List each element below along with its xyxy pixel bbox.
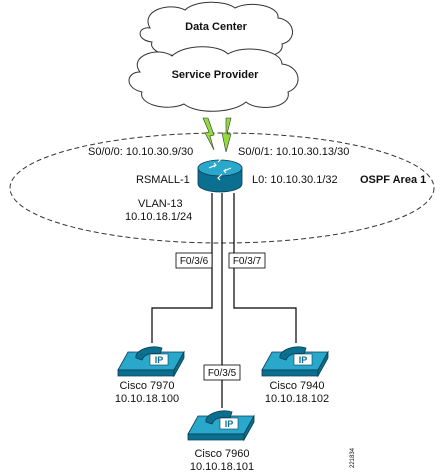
loopback-label: L0: 10.10.30.1/32 (252, 174, 338, 186)
svg-text:F0/3/6: F0/3/6 (180, 256, 209, 267)
serial-link-s001 (221, 117, 232, 153)
phone-right-ip: 10.10.18.102 (265, 393, 329, 405)
svg-text:F0/3/7: F0/3/7 (233, 256, 262, 267)
ip-phone-icon-center: IP (187, 410, 255, 442)
phone-center-ip: 10.10.18.101 (190, 461, 254, 473)
port-label-right: F0/3/7 (228, 252, 266, 269)
ip-phone-icon-right: IP (261, 346, 329, 378)
svg-text:IP: IP (225, 419, 234, 429)
phone-left-ip: 10.10.18.100 (115, 393, 179, 405)
ospf-area-label: OSPF Area 1 (360, 174, 426, 186)
s000-label: S0/0/0: 10.10.30.9/30 (88, 146, 193, 158)
svg-text:IP: IP (155, 355, 164, 365)
s001-label: S0/0/1: 10.10.30.13/30 (238, 146, 349, 158)
router-icon (197, 155, 243, 193)
link-left-phone (151, 193, 213, 343)
port-label-left: F0/3/6 (175, 252, 213, 269)
link-right-phone (233, 193, 297, 343)
data-center-label: Data Center (185, 21, 247, 33)
service-provider-cloud: Service Provider (128, 46, 299, 112)
ip-phone-icon-left: IP (117, 346, 185, 378)
phone-right-model: Cisco 7940 (269, 380, 324, 392)
vlan-label: VLAN-13 (138, 198, 183, 210)
phone-center-model: Cisco 7960 (194, 448, 249, 460)
vlan-ip-label: 10.10.18.1/24 (125, 211, 192, 223)
svg-text:F0/3/5: F0/3/5 (208, 368, 237, 379)
service-provider-label: Service Provider (172, 69, 260, 81)
router-name: RSMALL-1 (136, 174, 190, 186)
phone-left-model: Cisco 7970 (119, 380, 174, 392)
svg-text:IP: IP (299, 355, 308, 365)
port-label-center: F0/3/5 (203, 364, 241, 381)
serial-link-s000 (202, 117, 215, 151)
data-center-cloud: Data Center (139, 1, 293, 60)
figure-id: 221834 (350, 447, 356, 468)
